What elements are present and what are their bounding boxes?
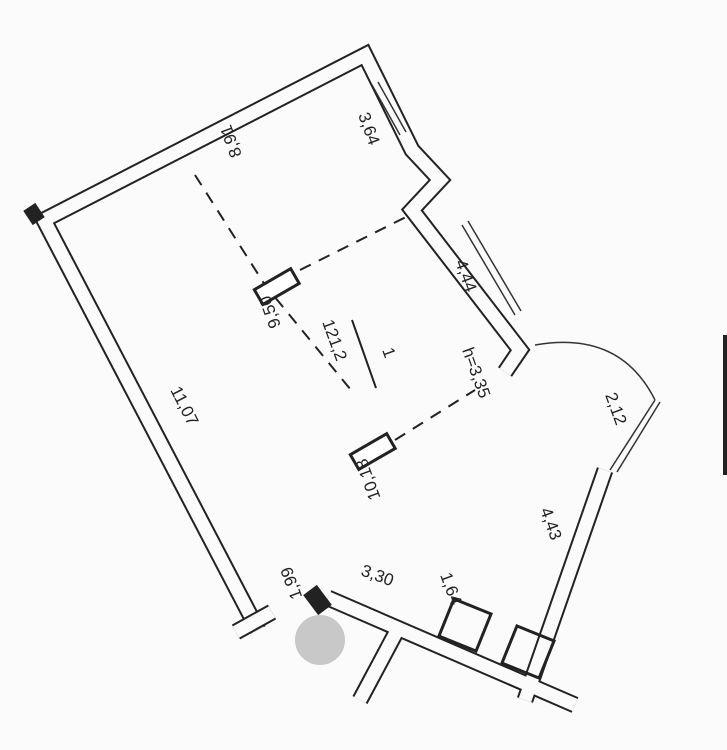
walls: [23, 43, 614, 713]
dim-top-window: 3,64: [354, 110, 383, 148]
area-fraction-bar: [351, 319, 377, 389]
ceiling-height: h=3,35: [458, 345, 494, 401]
column-1: [252, 266, 302, 307]
dim-column-2: 10,18: [352, 456, 384, 502]
dim-entrance: 1,99: [277, 564, 306, 602]
room-area: 121,2: [318, 317, 350, 363]
dim-bay: 2,12: [601, 390, 630, 428]
dim-bottom-wall: 3,30: [359, 561, 397, 590]
page-edge: [723, 335, 727, 475]
dim-right-lower: 4,43: [536, 505, 565, 543]
dim-top-width: 8,91: [217, 123, 246, 161]
dim-column-1: 9,50: [256, 293, 285, 331]
furniture: [437, 597, 556, 680]
dimension-lines: [194, 174, 476, 441]
dim-corridor: 1,64: [436, 570, 465, 608]
column-2: [348, 431, 398, 472]
room-number: 1: [378, 345, 399, 360]
blurred-mark: [295, 615, 345, 665]
windows: [371, 81, 661, 473]
dim-left-wall: 11,07: [166, 383, 202, 428]
